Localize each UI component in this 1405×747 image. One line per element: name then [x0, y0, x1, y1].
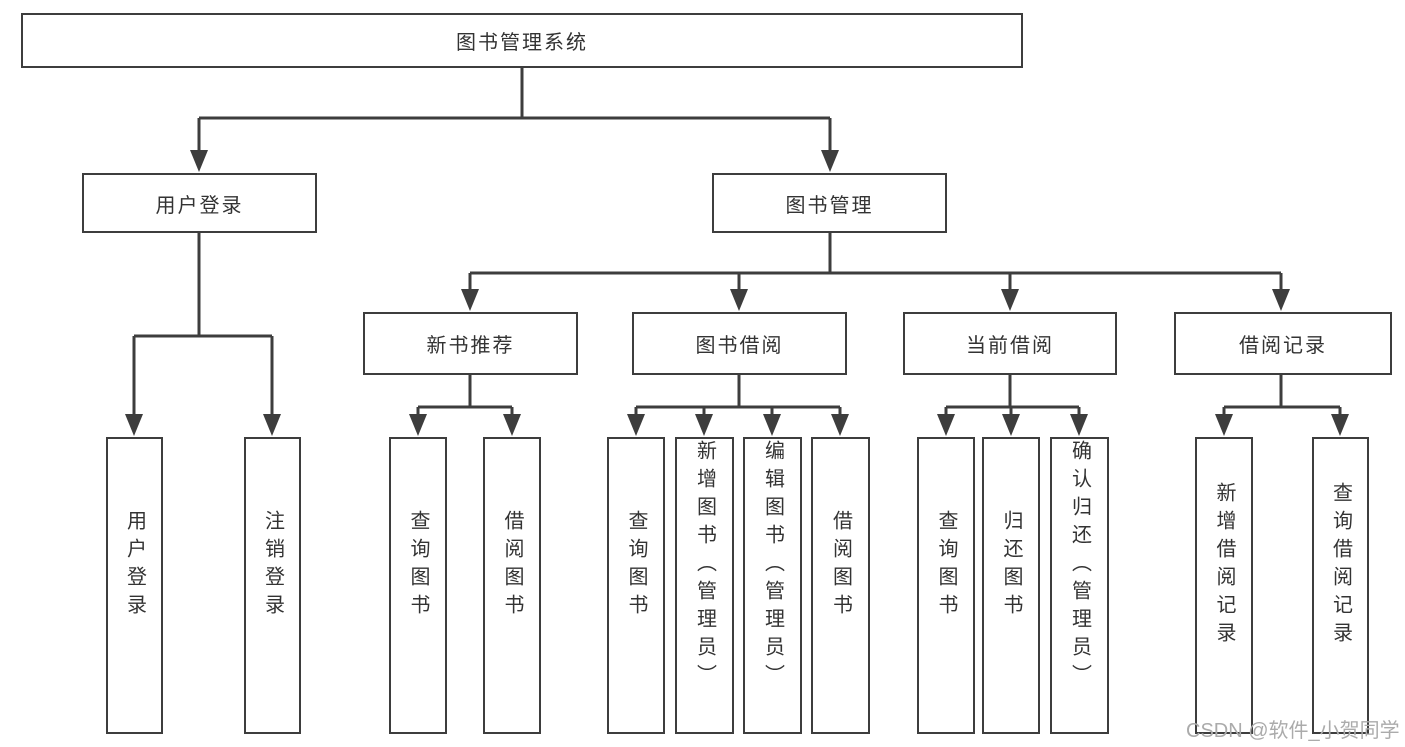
leaf-user-login-label: 用户登录: [123, 509, 146, 622]
arrowhead-leaf-add-borrow-record: [1215, 414, 1233, 436]
node-user-login: 用户登录: [82, 173, 317, 233]
leaf-query-books-borrow: 查询图书: [607, 437, 665, 734]
node-root-label: 图书管理系统: [456, 32, 588, 54]
node-current-borrow: 当前借阅: [903, 312, 1117, 375]
node-new-book-rec: 新书推荐: [363, 312, 578, 375]
leaf-add-borrow-record-label: 新增借阅记录: [1213, 481, 1235, 650]
leaf-query-books-borrow-label: 查询图书: [625, 509, 647, 622]
leaf-add-book-admin-label: 新增图书（管理员）: [693, 439, 716, 692]
leaf-borrow-books-label: 借阅图书: [829, 509, 852, 622]
leaf-add-book-admin: 新增图书（管理员）: [675, 437, 734, 734]
node-new-book-rec-label: 新书推荐: [426, 335, 515, 357]
arrowhead-leaf-borrow-books: [831, 414, 849, 436]
arrowhead-leaf-return-book: [1002, 414, 1020, 436]
leaf-query-books-current-label: 查询图书: [935, 509, 957, 622]
arrowhead-leaf-query-borrow-record: [1331, 414, 1349, 436]
leaf-query-borrow-record-label: 查询借阅记录: [1329, 481, 1352, 650]
arrowhead-current-borrow: [1001, 289, 1019, 311]
arrowhead-leaf-confirm-return: [1070, 414, 1088, 436]
csdn-watermark: CSDN @软件_小贺同学: [1186, 720, 1400, 742]
leaf-borrow-books: 借阅图书: [811, 437, 870, 734]
leaf-user-login: 用户登录: [106, 437, 163, 734]
arrowhead-leaf-edit-book: [763, 414, 781, 436]
leaf-confirm-return-admin-label: 确认归还（管理员）: [1068, 439, 1091, 692]
leaf-query-books-rec: 查询图书: [389, 437, 447, 734]
arrowhead-leaf-logout: [263, 414, 281, 436]
leaf-add-borrow-record: 新增借阅记录: [1195, 437, 1253, 734]
arrowhead-book-borrow: [730, 289, 748, 311]
node-book-mgmt-label: 图书管理: [785, 194, 874, 217]
arrowhead-leaf-borrow-books-rec: [503, 414, 521, 436]
node-book-mgmt: 图书管理: [712, 173, 947, 233]
leaf-query-books-rec-label: 查询图书: [407, 509, 429, 622]
leaf-return-book-label: 归还图书: [1000, 509, 1022, 622]
edge-borrow-record-children: [1222, 375, 1342, 432]
node-borrow-record-label: 借阅记录: [1239, 335, 1327, 357]
leaf-edit-book-admin-label: 编辑图书（管理员）: [761, 439, 784, 692]
edge-book-mgmt-children: [468, 233, 1283, 307]
node-book-borrow-label: 图书借阅: [695, 335, 784, 357]
arrowhead-borrow-record: [1272, 289, 1290, 311]
leaf-logout-label: 注销登录: [261, 509, 284, 622]
arrowhead-book-mgmt: [821, 150, 839, 172]
leaf-edit-book-admin: 编辑图书（管理员）: [743, 437, 802, 734]
node-book-borrow: 图书借阅: [632, 312, 847, 375]
edge-book-borrow-children: [634, 375, 842, 432]
node-borrow-record: 借阅记录: [1174, 312, 1392, 375]
leaf-borrow-books-rec: 借阅图书: [483, 437, 541, 734]
edge-user-login-children: [132, 233, 274, 432]
edge-new-book-rec-children: [416, 375, 514, 432]
arrowhead-leaf-query-books-borrow: [627, 414, 645, 436]
leaf-logout: 注销登录: [244, 437, 301, 734]
arrowhead-leaf-user-login: [125, 414, 143, 436]
node-current-borrow-label: 当前借阅: [966, 335, 1054, 357]
arrowhead-leaf-query-books-rec: [409, 414, 427, 436]
arrowhead-leaf-add-book: [695, 414, 713, 436]
leaf-confirm-return-admin: 确认归还（管理员）: [1050, 437, 1109, 734]
leaf-return-book: 归还图书: [982, 437, 1040, 734]
leaf-query-borrow-record: 查询借阅记录: [1312, 437, 1369, 734]
edge-root-to-level2: [197, 68, 832, 168]
node-root: 图书管理系统: [21, 13, 1023, 68]
arrowhead-user-login: [190, 150, 208, 172]
leaf-query-books-current: 查询图书: [917, 437, 975, 734]
arrowhead-new-book-rec: [461, 289, 479, 311]
node-user-login-label: 用户登录: [155, 194, 244, 217]
leaf-borrow-books-rec-label: 借阅图书: [501, 509, 523, 622]
arrowhead-leaf-query-books-current: [937, 414, 955, 436]
